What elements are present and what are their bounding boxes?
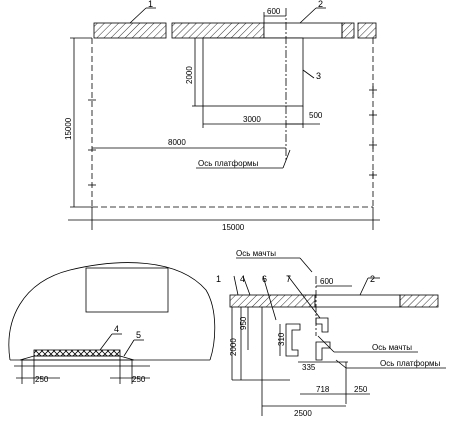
plan-strip-plain bbox=[263, 22, 343, 39]
section-dim-2500: 2500 bbox=[294, 409, 312, 418]
platform-section bbox=[229, 257, 446, 416]
plan-dim-600: 600 bbox=[267, 7, 281, 16]
plan-dim-8000: 8000 bbox=[168, 138, 186, 147]
section-dim-335: 335 bbox=[302, 363, 316, 372]
section-profile-6 bbox=[285, 323, 301, 357]
plan-dim-15000-vertical: 15000 bbox=[64, 117, 73, 140]
tunnel-dim-250-left: 250 bbox=[35, 375, 49, 384]
tunnel-callout-5: 5 bbox=[136, 330, 141, 340]
tunnel-rail-bed bbox=[33, 349, 121, 357]
tunnel-labels: 4 5 250 250 bbox=[35, 324, 146, 384]
plan-platform-axis-label: Ось платформы bbox=[198, 159, 259, 168]
tunnel-sleeper bbox=[19, 355, 135, 361]
tunnel-inner-block bbox=[85, 267, 169, 313]
section-platform-axis-label: Ось платформы bbox=[380, 359, 441, 368]
section-dim-718: 718 bbox=[316, 385, 330, 394]
tunnel-callout-4: 4 bbox=[114, 324, 119, 334]
plan-boundary-marks bbox=[88, 86, 377, 186]
section-mast-axis-label-top: Ось мачты bbox=[236, 249, 276, 258]
tunnel-outline bbox=[8, 262, 216, 361]
plan-labels: 1 2 3 600 2000 3000 500 8000 Ось платфор… bbox=[64, 0, 323, 232]
section-callout-4: 4 bbox=[240, 274, 245, 284]
tunnel-section bbox=[8, 262, 216, 384]
plan-dim-3000: 3000 bbox=[243, 115, 261, 124]
section-slab-hatched-right bbox=[399, 294, 439, 308]
plan-dim-15000-horizontal: 15000 bbox=[222, 223, 245, 232]
plan-callout-3: 3 bbox=[316, 71, 321, 81]
section-slab-hatched-left bbox=[229, 294, 316, 308]
section-mast-axis-label-right: Ось мачты bbox=[372, 343, 412, 352]
section-lower-profile bbox=[315, 341, 331, 361]
section-slab-plain bbox=[314, 294, 401, 308]
plan-callout-2: 2 bbox=[318, 0, 323, 9]
plan-hatched-strip-right-b bbox=[357, 22, 377, 39]
section-dim-950: 950 bbox=[239, 316, 248, 330]
section-callout-7: 7 bbox=[286, 274, 291, 284]
plan-hatched-strip-left bbox=[93, 22, 167, 39]
section-callout-2: 2 bbox=[370, 274, 375, 284]
section-dim-2000: 2000 bbox=[229, 338, 238, 356]
section-callout-6: 6 bbox=[262, 274, 267, 284]
plan-callout-1: 1 bbox=[148, 0, 153, 9]
plan-hatched-strip-right-a bbox=[341, 22, 355, 39]
plan-dim-500: 500 bbox=[309, 111, 323, 120]
plan-view bbox=[68, 7, 380, 230]
section-labels: Ось мачты 1 4 6 7 2 600 950 2000 310 335… bbox=[216, 249, 441, 418]
section-dim-310: 310 bbox=[277, 332, 286, 346]
section-callout-1: 1 bbox=[216, 274, 221, 284]
section-dim-600: 600 bbox=[320, 277, 334, 286]
plan-inner-rectangle bbox=[202, 37, 304, 107]
section-profile-7 bbox=[315, 317, 329, 333]
tunnel-dim-250-right: 250 bbox=[132, 375, 146, 384]
plan-dim-2000: 2000 bbox=[185, 66, 194, 84]
section-dim-250: 250 bbox=[354, 385, 368, 394]
plan-hatched-strip-middle bbox=[171, 22, 265, 39]
